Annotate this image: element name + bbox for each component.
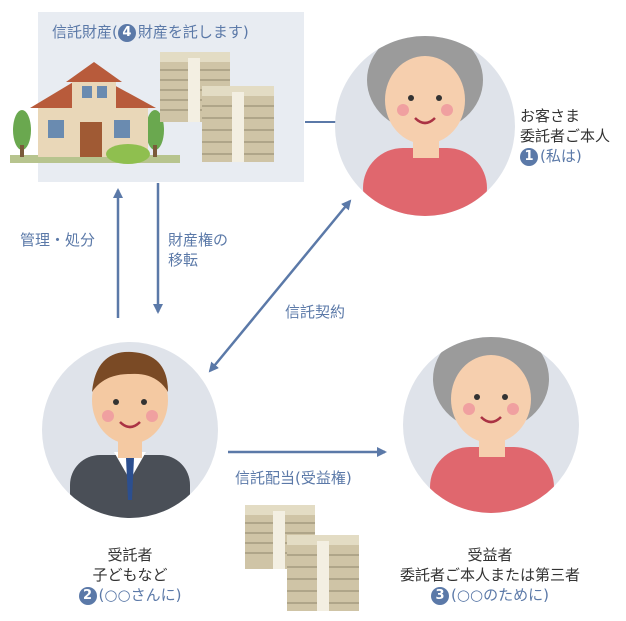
contract-label: 信託契約 [285,303,346,321]
beneficiary-line2: 委託者ご本人または第三者 [399,566,580,584]
step-1-badge: 1 [520,147,538,166]
beneficiary-note: 3(○○のために) [370,585,610,605]
money-stacks-distribution [245,505,359,611]
trustee-note: 2(○○さんに) [30,585,230,605]
transfer-label: 財産権の 移転 [168,231,229,269]
beneficiary-label: 受益者 委託者ご本人または第三者 3(○○のために) [370,545,610,605]
money-stacks-panel [160,52,274,162]
contract-arrow [208,199,352,373]
house-illustration [10,62,180,164]
client-avatar [335,36,515,216]
client-note: 1(私は) [520,146,610,166]
distribution-label: 信託配当(受益権) [235,469,352,487]
step-3-badge: 3 [431,586,450,605]
trustee-line1: 受託者 [107,546,153,564]
step-4-badge: 4 [117,23,136,42]
client-line2: 委託者ご本人 [520,127,611,145]
trustee-label: 受託者 子どもなど 2(○○さんに) [30,545,230,605]
trustee-line2: 子どもなど [92,566,168,584]
management-label: 管理・処分 [20,231,96,249]
step-2-badge: 2 [78,586,97,605]
client-line1: お客さま [520,107,581,125]
beneficiary-line1: 受益者 [467,546,513,564]
client-label: お客さま 委託者ご本人 1(私は) [520,106,610,166]
beneficiary-avatar [403,337,579,513]
trustee-avatar [42,342,218,518]
